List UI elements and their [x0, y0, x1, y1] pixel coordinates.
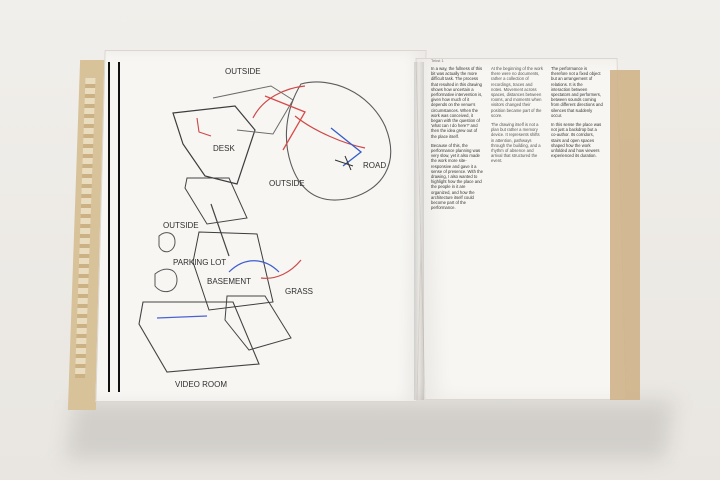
text-column-1: In a way, the fullness of this bit was a… [431, 66, 483, 391]
label-parking-lot: PARKING LOT [173, 258, 226, 267]
column-3-paragraph-1: The performance is therefore not a fixed… [551, 66, 603, 118]
label-road: ROAD [363, 161, 386, 170]
architectural-sketch: OUTSIDE OUTSIDE OUTSIDE GRASS VIDEO ROOM… [138, 67, 392, 389]
column-1-paragraph-1: In a way, the fullness of this bit was a… [431, 66, 483, 139]
label-basement: BASEMENT [207, 277, 251, 286]
right-page-text: Tekst 1 In a way, the fullness of this b… [431, 58, 606, 391]
label-video-room: VIDEO ROOM [175, 380, 227, 389]
label-outside-lower: OUTSIDE [163, 221, 199, 230]
column-2-paragraph-1: At the beginning of the work there were … [491, 66, 543, 118]
column-1-paragraph-2: Because of this, the performance plannin… [431, 142, 483, 211]
label-desk: DESK [213, 144, 235, 153]
text-column-2: At the beginning of the work there were … [491, 66, 543, 391]
text-column-3: The performance is therefore not a fixed… [551, 66, 603, 391]
running-header: Tekst 1 [431, 58, 444, 63]
column-3-paragraph-2: In this sense the place was not just a b… [551, 122, 602, 159]
column-2-paragraph-2: The drawing itself is not a plan but rat… [491, 122, 541, 164]
label-outside-middle: OUTSIDE [269, 179, 305, 188]
label-grass: GRASS [285, 287, 313, 296]
book-cover-edge [610, 70, 640, 400]
page-gutter [414, 62, 424, 400]
label-outside-top: OUTSIDE [225, 67, 261, 76]
page-frame-lines [108, 62, 120, 392]
